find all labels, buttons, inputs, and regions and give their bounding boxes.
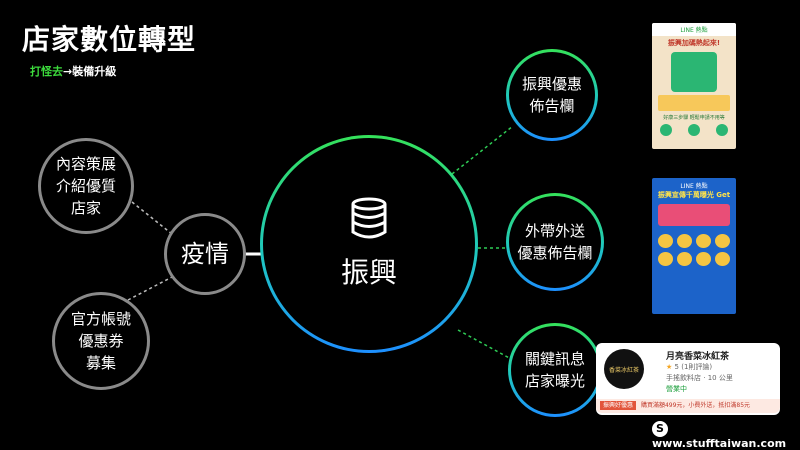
node-pandemic-label: 疫情 — [181, 240, 229, 268]
store-logo: 香菜冰紅茶 — [604, 349, 644, 389]
subtitle-arrow: → — [63, 65, 73, 78]
promo-poster-thumbnail: LINE 熱點 振興加碼熱起來! 好康三步驟 輕鬆申請不用等 — [652, 23, 736, 149]
store-distance: 10 公里 — [707, 374, 733, 382]
node-takeout-board-label: 外帶外送 優惠佈告欄 — [517, 222, 593, 262]
store-reviews: (1則評論) — [681, 363, 713, 371]
poster-brand: LINE 熱點 — [652, 23, 736, 36]
node-promo-board: 振興優惠 佈告欄 — [506, 49, 598, 141]
subtitle-highlight: 打怪去 — [30, 65, 63, 78]
store-rating-row: ★ 5 (1則評論) — [666, 362, 712, 372]
connector-center-bottom — [457, 329, 514, 361]
node-promo-board-label: 振興優惠 佈告欄 — [521, 75, 582, 115]
poster-steps-graphic — [658, 95, 730, 111]
store-listing-card: 香菜冰紅茶 月亮香菜冰紅茶 ★ 5 (1則評論) 手搖飲料店 · 10 公里 營… — [596, 343, 780, 415]
subtitle: 打怪去→裝備升級 — [30, 63, 116, 79]
star-icon: ★ — [666, 363, 673, 371]
connector-bottom-left — [127, 275, 175, 301]
node-key-exposure: 關鍵訊息 店家曝光 — [508, 323, 602, 417]
poster-step-icons — [652, 124, 736, 136]
node-key-exposure-label: 關鍵訊息 店家曝光 — [524, 350, 585, 390]
poster2-icon-grid — [658, 234, 730, 266]
footer-watermark: Swww.stufftaiwan.com — [652, 421, 800, 450]
poster2-brand: LINE 熱點 — [680, 183, 708, 190]
store-promo-text: 購買滿額499元，小費外送，抵扣滿85元 — [640, 402, 751, 409]
node-content-curation: 內容策展 介紹優質 店家 — [38, 138, 134, 234]
node-takeout-board: 外帶外送 優惠佈告欄 — [506, 193, 604, 291]
footer-site: www.stufftaiwan.com — [652, 437, 787, 450]
subtitle-rest: 裝備升級 — [72, 65, 117, 78]
poster2-headline: 振興宣傳千萬曝光 Get — [657, 191, 731, 199]
node-revitalization-label: 振興 — [340, 256, 397, 289]
store-status: 營業中 — [666, 385, 687, 393]
marketing-poster-thumbnail: LINE 熱點 振興宣傳千萬曝光 Get — [652, 178, 736, 314]
store-category: 手搖飲料店 — [666, 374, 701, 382]
connector-center-top — [451, 125, 514, 175]
store-name: 月亮香菜冰紅茶 — [666, 352, 730, 362]
connector-top-left — [131, 201, 173, 235]
node-pandemic: 疫情 — [164, 213, 246, 295]
store-promo-badge: 振興好優惠 — [600, 401, 637, 410]
store-rating: 5 — [674, 363, 679, 371]
node-official-account-label: 官方帳號 優惠券 募集 — [70, 310, 131, 372]
poster2-banner-graphic — [658, 204, 730, 226]
site-logo-icon: S — [652, 421, 668, 437]
poster-footer: 好康三步驟 輕鬆申請不用等 — [663, 115, 725, 121]
store-promo-bar: 振興好優惠 購買滿額499元，小費外送，抵扣滿85元 — [596, 399, 780, 413]
store-meta-row: 手搖飲料店 · 10 公里 — [666, 374, 733, 382]
node-revitalization: 振興 — [260, 135, 478, 353]
node-content-curation-label: 內容策展 介紹優質 店家 — [55, 155, 116, 217]
node-official-account: 官方帳號 優惠券 募集 — [52, 292, 150, 390]
poster-phone-graphic — [671, 52, 717, 92]
database-icon — [351, 197, 387, 239]
poster-headline: 振興加碼熱起來! — [667, 39, 721, 47]
page-title: 店家數位轉型 — [22, 23, 197, 56]
